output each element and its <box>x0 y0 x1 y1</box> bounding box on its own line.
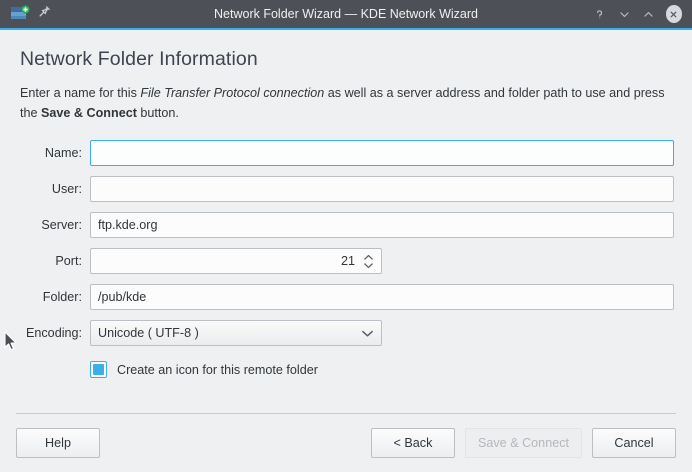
footer-separator <box>16 413 676 414</box>
user-input[interactable] <box>90 176 674 202</box>
name-input[interactable] <box>90 140 674 166</box>
page-description: Enter a name for this File Transfer Prot… <box>20 83 674 123</box>
save-and-connect-button[interactable]: Save & Connect <box>464 428 582 458</box>
description-part-3: button. <box>136 106 179 120</box>
description-protocol-emphasis: File Transfer Protocol connection <box>140 86 325 100</box>
dialog-footer: Help < Back Save & Connect Cancel <box>0 414 692 472</box>
titlebar-left-icons <box>6 5 100 23</box>
form-row-user: User: <box>18 175 674 203</box>
pin-icon[interactable] <box>38 5 51 23</box>
name-label: Name: <box>44 146 82 160</box>
encoding-select[interactable]: Unicode ( UTF-8 ) <box>90 320 382 346</box>
create-icon-checkbox-label: Create an icon for this remote folder <box>117 362 318 377</box>
create-icon-checkbox[interactable] <box>90 361 107 378</box>
description-part-1: Enter a name for this <box>20 86 141 100</box>
port-spinbox[interactable] <box>90 248 382 274</box>
mouse-pointer-icon <box>4 331 18 352</box>
port-spinner-arrows[interactable] <box>362 248 375 274</box>
port-input[interactable] <box>90 248 382 274</box>
help-question-icon[interactable] <box>592 6 608 23</box>
folder-label: Folder: <box>42 290 82 304</box>
titlebar[interactable]: Network Folder Wizard — KDE Network Wiza… <box>0 0 692 30</box>
page-title: Network Folder Information <box>20 48 258 70</box>
encoding-label: Encoding: <box>25 326 82 340</box>
form-row-folder: Folder: <box>18 283 674 311</box>
form-row-server: Server: <box>18 211 674 239</box>
user-label: User: <box>51 182 82 196</box>
chevron-down-icon <box>364 262 373 268</box>
description-part-2: as well as a server address and folder p… <box>20 86 665 120</box>
window-title: Network Folder Wizard — KDE Network Wiza… <box>214 7 478 21</box>
close-icon[interactable] <box>665 5 682 23</box>
folder-input[interactable] <box>90 284 674 310</box>
create-icon-checkbox-row[interactable]: Create an icon for this remote folder <box>90 361 674 378</box>
back-button[interactable]: < Back <box>370 428 455 458</box>
titlebar-window-controls <box>592 5 686 23</box>
description-save-emphasis: Save & Connect <box>41 106 137 120</box>
form-row-name: Name: <box>18 139 674 167</box>
help-button[interactable]: Help <box>16 428 100 458</box>
wizard-content: Network Folder Information Enter a name … <box>0 28 692 413</box>
port-label: Port: <box>55 254 82 268</box>
server-input[interactable] <box>90 212 674 238</box>
form-row-encoding: Encoding: Unicode ( UTF-8 ) <box>18 319 674 347</box>
form-row-port: Port: <box>18 247 674 275</box>
chevron-up-icon[interactable] <box>641 6 657 23</box>
server-label: Server: <box>41 218 82 232</box>
chevron-down-icon <box>361 329 374 338</box>
encoding-selected-value: Unicode ( UTF-8 ) <box>98 326 199 340</box>
network-folder-add-icon <box>10 5 30 23</box>
chevron-down-icon[interactable] <box>617 6 633 23</box>
chevron-up-icon <box>364 254 373 260</box>
titlebar-accent-line <box>0 28 692 30</box>
checkbox-fill <box>93 364 104 375</box>
cancel-button[interactable]: Cancel <box>592 428 676 458</box>
